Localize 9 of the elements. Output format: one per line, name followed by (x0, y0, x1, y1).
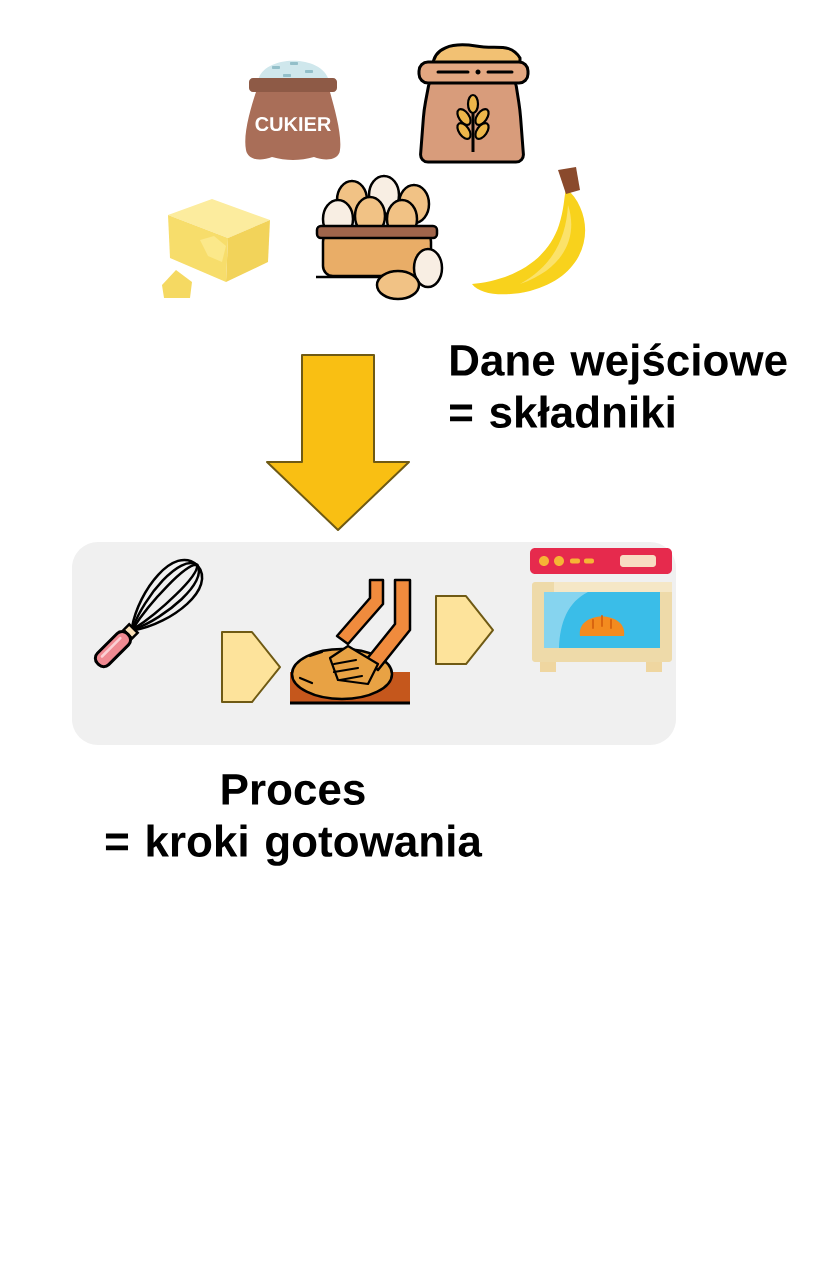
chevron-arrow (435, 595, 494, 665)
sack-text: CUKIER (255, 116, 331, 132)
chevron-arrow (221, 631, 281, 703)
whisk-picture (93, 558, 204, 669)
block-arrow (266, 354, 410, 531)
heading-text: Dane wejściowe = składniki (450, 343, 787, 428)
caption-text: Proces = kroki gotowania (105, 774, 483, 866)
kneading-picture (290, 578, 412, 705)
oven-picture (530, 548, 672, 672)
